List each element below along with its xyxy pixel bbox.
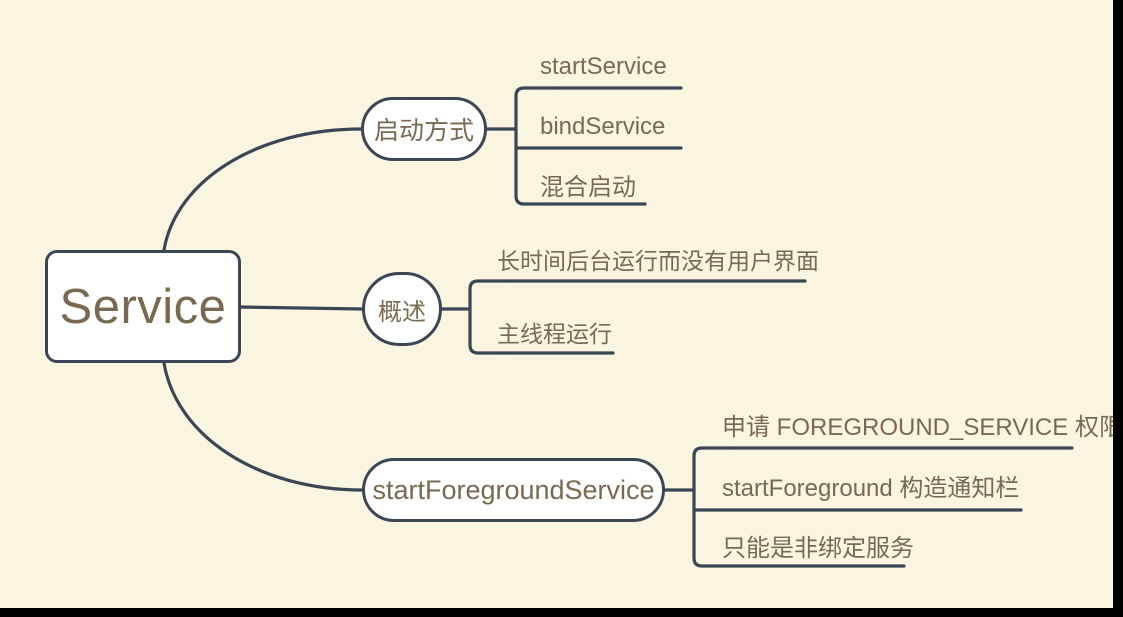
branch-node-overview[interactable]: 概述: [362, 272, 442, 346]
leaf-startforeground-notification[interactable]: startForeground 构造通知栏: [722, 475, 1020, 502]
leaf-main-thread-run[interactable]: 主线程运行: [497, 321, 612, 347]
branch-node-label: startForegroundService: [372, 474, 655, 505]
leaf-nonbound-service-only[interactable]: 只能是非绑定服务: [722, 535, 914, 562]
root-node-label: Service: [59, 279, 227, 334]
branch-node-start-foreground-service[interactable]: startForegroundService: [362, 458, 665, 522]
branch-node-label: 概述: [378, 298, 426, 326]
edge-root-to-overview: [239, 305, 364, 311]
edge-root-to-launch-methods: [162, 127, 363, 252]
leaf-background-run-no-ui[interactable]: 长时间后台运行而没有用户界面: [497, 248, 819, 274]
branch-node-launch-methods[interactable]: 启动方式: [361, 97, 487, 161]
leaf-bindservice[interactable]: bindService: [540, 113, 666, 140]
leaf-hybrid-start[interactable]: 混合启动: [540, 174, 636, 201]
branch-node-label: 启动方式: [374, 117, 475, 145]
edge-root-to-start-foreground-service: [162, 361, 364, 492]
leaf-startservice[interactable]: startService: [540, 53, 667, 80]
leaf-foreground-service-permission[interactable]: 申请 FOREGROUND_SERVICE 权限: [722, 414, 1123, 441]
root-node[interactable]: Service: [45, 250, 241, 363]
